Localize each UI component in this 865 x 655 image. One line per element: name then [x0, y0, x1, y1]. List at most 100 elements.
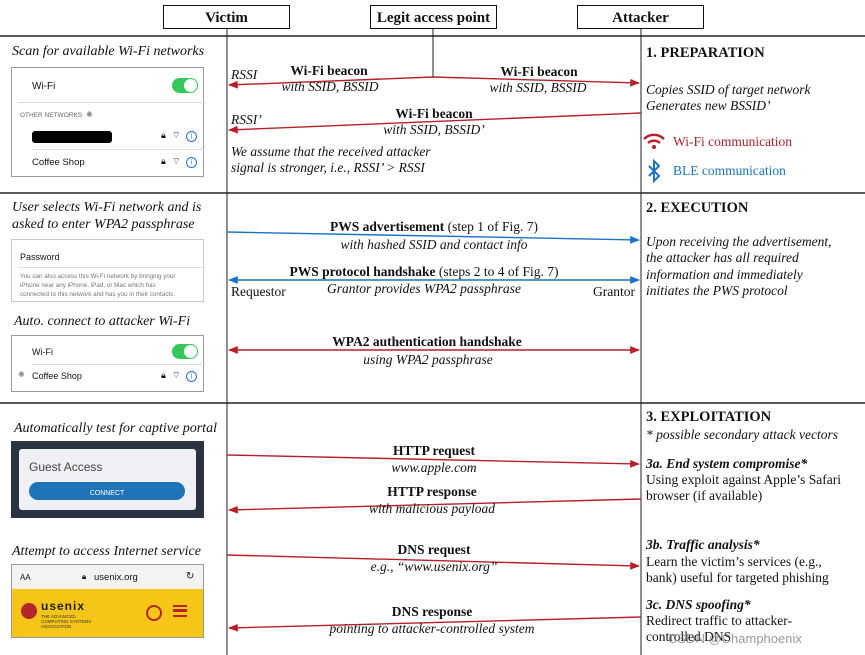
beacon-legit-sublabel: with SSID, BSSID — [281, 79, 379, 94]
url-bar[interactable]: usenix.org — [94, 572, 138, 583]
network-coffee-shop[interactable]: Coffee Shop — [32, 157, 85, 168]
pws-advertisement-label: PWS advertisement (step 1 of Fig. 7) — [330, 219, 538, 235]
loading-spinner-icon: ✺ — [86, 110, 93, 119]
connecting-spinner-icon: ✺ — [18, 370, 25, 379]
wifi-label: Wi-Fi — [32, 81, 56, 92]
password-note-line2: iPhone near any iPhone, iPad, or Mac whi… — [20, 282, 156, 289]
bluetooth-icon — [648, 158, 661, 184]
select-title-line1: User selects Wi-Fi network and is — [12, 200, 202, 215]
info-icon[interactable]: i — [186, 131, 197, 142]
assumption-line2: signal is stronger, i.e., RSSI’ > RSSI — [231, 160, 425, 175]
dns-spoofing-title: 3c. DNS spoofing* — [646, 597, 751, 612]
http-response-label: HTTP response — [387, 484, 477, 499]
end-system-compromise-title: 3a. End system compromise* — [646, 456, 808, 471]
execution-line1: Upon receiving the advertisement, — [646, 234, 832, 249]
pws-advertisement-sublabel: with hashed SSID and contact info — [340, 237, 528, 252]
legit-access-point-header: Legit access point — [370, 5, 497, 29]
traffic-analysis-line1: Learn the victim’s services (e.g., — [646, 554, 822, 569]
dns-spoofing-line1: Redirect traffic to attacker- — [646, 613, 793, 628]
pws-handshake-label: PWS protocol handshake (steps 2 to 4 of … — [289, 264, 558, 280]
usenix-logo-icon — [21, 603, 37, 619]
assumption-line1: We assume that the received attacker — [231, 144, 431, 159]
lock-icon: 🔒︎ — [82, 572, 87, 581]
reload-icon[interactable]: ↻ — [186, 571, 195, 582]
arrow-spoofed-beacon — [228, 112, 642, 134]
arrow-http-response — [228, 498, 642, 514]
dns-request-sublabel: e.g., “www.usenix.org” — [370, 559, 498, 574]
usenix-logo-text: usenix — [41, 599, 86, 613]
captive-portal-title: Automatically test for captive portal — [14, 421, 217, 436]
connect-button[interactable]: CONNECT — [29, 482, 185, 500]
select-title-line2: asked to enter WPA2 passphrase — [12, 217, 195, 232]
grantor-label: Grantor — [593, 284, 635, 299]
arrow-http-request — [226, 454, 640, 468]
redacted-network-name — [32, 131, 112, 143]
beacon-spoof-label: Wi-Fi beacon — [395, 106, 473, 121]
phone-wifi-list: Wi-Fi OTHER NETWORKS ✺ 🔒︎ ⌔ i Coffee Sho… — [11, 67, 205, 177]
pws-advertisement-title: PWS advertisement — [329, 219, 445, 234]
execution-line2: the attacker has all required — [646, 250, 799, 265]
preparation-line2: Generates new BSSID’ — [646, 98, 771, 113]
legend-wifi-label: Wi-Fi communication — [673, 134, 793, 149]
phone-password-prompt: Password You can also access this Wi-Fi … — [11, 239, 205, 302]
internet-access-title: Attempt to access Internet service — [12, 544, 201, 559]
text-size-button[interactable]: AA — [20, 573, 31, 582]
dns-response-label: DNS response — [391, 604, 473, 619]
arrow-legit-beacon-to-attacker — [432, 76, 640, 87]
execution-line4: initiates the PWS protocol — [646, 283, 788, 298]
lock-icon: 🔒︎ — [161, 131, 166, 141]
usenix-banner: usenix THE ADVANCED COMPUTING SYSTEMS AS… — [12, 589, 203, 637]
pws-handshake-sublabel: Grantor provides WPA2 passphrase — [327, 281, 521, 296]
browser-mockup: AA 🔒︎ usenix.org ↻ usenix THE ADVANCED C… — [11, 564, 204, 638]
arrow-dns-request — [226, 554, 640, 570]
auto-connect-title: Auto. connect to attacker Wi-Fi — [14, 314, 191, 329]
other-networks-label: OTHER NETWORKS — [20, 112, 83, 119]
beacon-attacker-sublabel: with SSID, BSSID — [489, 80, 587, 95]
dns-spoofing-line2: controlled DNS — [646, 629, 732, 644]
http-request-sublabel: www.apple.com — [391, 460, 477, 475]
wifi-icon — [643, 133, 665, 149]
traffic-analysis-line2: bank) useful for targeted phishing — [646, 570, 829, 585]
password-field-label[interactable]: Password — [20, 252, 60, 262]
preparation-line1: Copies SSID of target network — [646, 82, 811, 97]
wpa2-handshake-sublabel: using WPA2 passphrase — [363, 352, 493, 367]
beacon-attacker-label: Wi-Fi beacon — [500, 64, 578, 79]
victim-header: Victim — [163, 5, 290, 29]
arrow-dns-response — [228, 616, 642, 632]
dns-request-label: DNS request — [397, 542, 471, 557]
wifi-signal-icon: ⌔ — [172, 157, 181, 167]
info-icon[interactable]: i — [186, 371, 197, 382]
wifi-label: Wi-Fi — [32, 347, 53, 357]
guest-access-title: Guest Access — [29, 460, 103, 474]
menu-icon[interactable] — [173, 605, 187, 617]
pws-handshake-step: (steps 2 to 4 of Fig. 7) — [435, 264, 559, 279]
preparation-title: 1. PREPARATION — [646, 45, 765, 61]
exploitation-title: 3. EXPLOITATION — [646, 409, 772, 425]
wifi-signal-icon: ⌔ — [172, 371, 181, 381]
rssi-label: RSSI — [231, 67, 258, 82]
usenix-tagline-1: THE ADVANCED — [41, 614, 76, 619]
traffic-analysis-title: 3b. Traffic analysis* — [646, 537, 760, 552]
wifi-toggle[interactable] — [172, 78, 198, 93]
arrow-legit-beacon-to-victim — [228, 76, 434, 89]
network-coffee-shop[interactable]: Coffee Shop — [32, 371, 82, 381]
end-system-compromise-line2: browser (if available) — [646, 488, 763, 503]
info-icon[interactable]: i — [186, 157, 197, 168]
account-icon[interactable] — [146, 605, 162, 621]
legend-ble-label: BLE communication — [673, 163, 786, 178]
beacon-spoof-sublabel: with SSID, BSSID’ — [383, 122, 485, 137]
pws-advertisement-step: (step 1 of Fig. 7) — [444, 219, 539, 234]
lock-icon: 🔒︎ — [161, 157, 166, 167]
dns-response-sublabel: pointing to attacker-controlled system — [329, 621, 535, 636]
http-request-label: HTTP request — [393, 443, 475, 458]
rssi-prime-label: RSSI’ — [231, 112, 262, 127]
execution-title: 2. EXECUTION — [646, 200, 749, 216]
usenix-tagline-2: COMPUTING SYSTEMS — [41, 619, 92, 624]
scan-title: Scan for available Wi-Fi networks — [12, 44, 205, 59]
connect-button-label: CONNECT — [89, 490, 125, 497]
requestor-label: Requestor — [231, 284, 286, 299]
beacon-legit-label: Wi-Fi beacon — [290, 63, 368, 78]
captive-portal-card: Guest Access CONNECT — [11, 441, 204, 518]
wifi-toggle[interactable] — [172, 344, 198, 359]
